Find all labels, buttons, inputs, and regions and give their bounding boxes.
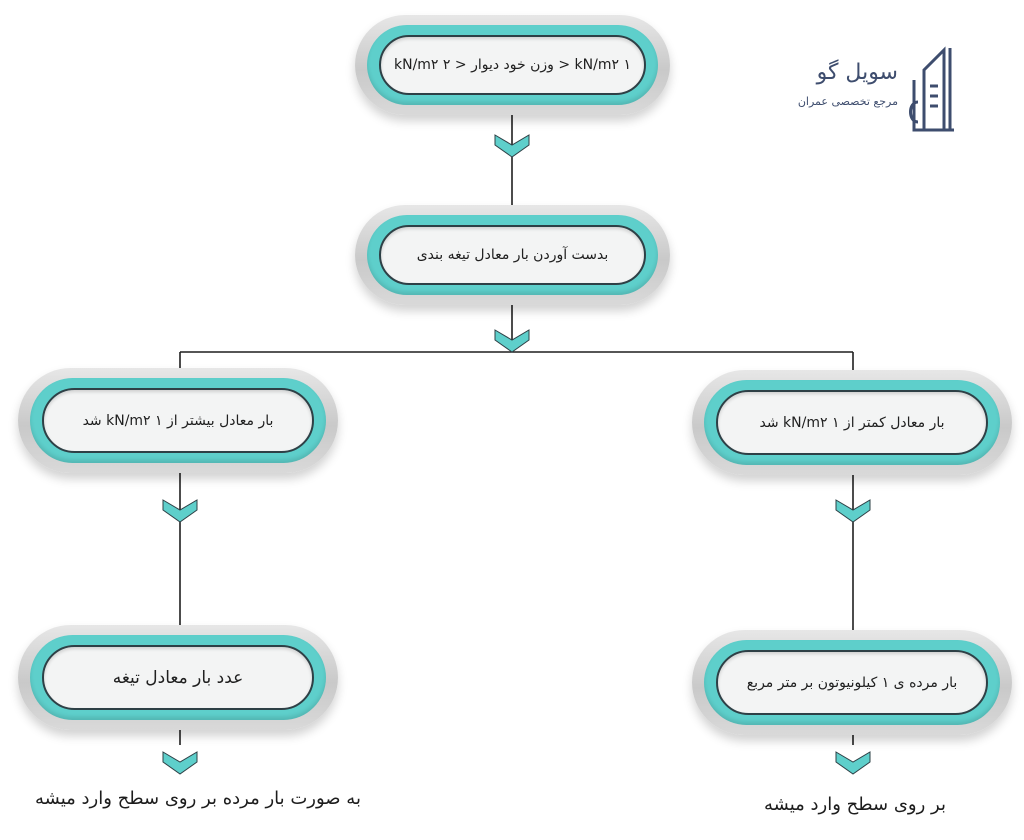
node-label: بدست آوردن بار معادل تیغه بندی — [416, 247, 609, 263]
node-label: ۱ kN/m۲ < وزن خود دیوار < ۲ kN/m۲ — [393, 57, 631, 73]
node-label: بار معادل بیشتر از ۱ kN/m۲ شد — [82, 412, 274, 429]
node-label: عدد بار معادل تیغه — [112, 667, 244, 688]
node-label: بار معادل کمتر از ۱ kN/m۲ شد — [759, 414, 945, 431]
arrow-down-icon — [162, 751, 198, 775]
arrow-down-icon — [835, 751, 871, 775]
logo-name: سویل گو — [816, 60, 898, 85]
arrow-down-icon — [835, 499, 871, 523]
arrow-down-icon — [494, 329, 530, 353]
arrow-down-icon — [494, 134, 530, 158]
arrow-down-icon — [162, 499, 198, 523]
output-left: به صورت بار مرده بر روی سطح وارد میشه — [35, 788, 361, 809]
node-load-more-than-one: بار معادل بیشتر از ۱ kN/m۲ شد — [18, 368, 338, 473]
logo: سویل گو مرجع تخصصی عمران — [790, 40, 960, 140]
node-wall-weight-range: ۱ kN/m۲ < وزن خود دیوار < ۲ kN/m۲ — [355, 15, 670, 115]
node-dead-load-one-kn: بار مرده ی ۱ کیلونیوتون بر متر مربع — [692, 630, 1012, 735]
node-equivalent-partition-load: بدست آوردن بار معادل تیغه بندی — [355, 205, 670, 305]
logo-tagline: مرجع تخصصی عمران — [797, 95, 898, 108]
building-icon — [909, 46, 954, 132]
node-label: بار مرده ی ۱ کیلونیوتون بر متر مربع — [746, 674, 958, 691]
node-load-less-than-one: بار معادل کمتر از ۱ kN/m۲ شد — [692, 370, 1012, 475]
output-right: بر روی سطح وارد میشه — [764, 794, 946, 815]
node-equivalent-value: عدد بار معادل تیغه — [18, 625, 338, 730]
